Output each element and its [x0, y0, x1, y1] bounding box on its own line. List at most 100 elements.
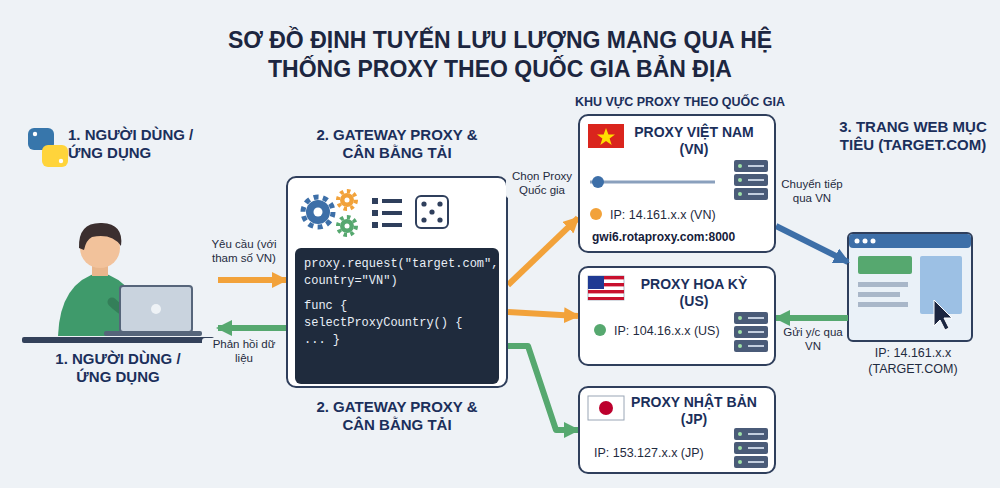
python-logo: [59, 159, 63, 163]
edge-label-wrap: Gửi y/c qua VN: [780, 326, 846, 354]
node-heading: PROXY HOA KỲ (US): [630, 276, 758, 310]
browser-window: [858, 302, 908, 307]
browser-anchor: [848, 233, 972, 341]
gateway-icons: [372, 210, 378, 216]
server-icons: [734, 160, 768, 468]
gateway-group: 2. GATEWAY PROXY & CÂN BẰNG TẢI proxy.req…: [286, 126, 508, 444]
box-fill: [286, 176, 508, 388]
browser-window: [849, 234, 971, 248]
text-wrap: 2. GATEWAY PROXY & CÂN BẰNG TẢI: [313, 398, 481, 435]
node-text: func { selectProxyCountry() { ... }: [304, 298, 474, 348]
browser-window: [934, 300, 952, 330]
box-fill: [578, 266, 776, 366]
flow-arrow: [776, 315, 848, 321]
browser-window: [848, 233, 972, 341]
text-wrap: proxy.request("target.com", country="VN"…: [304, 256, 500, 290]
flag-japan: [599, 401, 613, 415]
node-text: gwi6.rotaproxy.com:8000: [592, 230, 772, 245]
gateway-icons: [338, 217, 356, 235]
node-heading: 2. GATEWAY PROXY & CÂN BẰNG TẢI: [313, 126, 481, 163]
flag-usa: [588, 290, 624, 293]
box-fill: [578, 386, 776, 474]
gateway-icons: [306, 200, 330, 224]
edge-label: Yêu cầu (với tham số VN): [202, 238, 286, 266]
vn-slider: [590, 208, 602, 220]
gateway-icons: [429, 209, 434, 214]
flag-japan: [588, 396, 624, 420]
node-heading: 1. NGƯỜI DÙNG / ỨNG DỤNG: [68, 126, 218, 163]
edge-label-wrap: Chuyển tiếp qua VN: [778, 178, 846, 206]
user-group: 1. NGƯỜI DÙNG / ỨNG DỤNG 1. NGƯỜI DÙNG / …: [18, 122, 218, 394]
python-logo: [28, 128, 68, 167]
browser-window: [920, 256, 962, 314]
browser-window: [858, 282, 908, 287]
flag-usa: [594, 324, 606, 336]
browser-window: [858, 292, 900, 297]
server-icons: [734, 428, 768, 468]
flag-vietnam: [597, 128, 615, 145]
flow-arrow: [218, 325, 286, 331]
text-wrap: 3. TRANG WEB MỤC TIÊU (TARGET.COM): [834, 118, 992, 155]
gateway-icons: [421, 217, 426, 222]
person-illustration: [79, 223, 121, 250]
title-wrap: SƠ ĐỒ ĐỊNH TUYẾN LƯU LƯỢNG MẠNG QUA HỆ T…: [200, 26, 800, 85]
box-fill: [295, 248, 499, 384]
gateway-icons: [345, 224, 350, 229]
text-wrap: 1. NGƯỜI DÙNG / ỨNG DỤNG: [38, 350, 198, 387]
browser-window: [848, 233, 972, 341]
gateway-icons: [338, 191, 356, 209]
gateway-icons: [382, 223, 402, 227]
vn-slider: [592, 176, 604, 188]
browser-window: [858, 256, 912, 274]
python-logo: [33, 132, 37, 136]
node-heading: PROXY NHẬT BẢN (JP): [630, 394, 758, 428]
edge-label: Chọn Proxy Quốc gia: [506, 170, 578, 198]
flag-usa: [588, 276, 604, 289]
node-heading: PROXY VIỆT NAM (VN): [630, 124, 758, 158]
edge-label: Gửi y/c qua VN: [780, 326, 846, 354]
node-text: IP: 153.127.x.x (JP): [594, 446, 724, 462]
text-wrap: PROXY HOA KỲ (US): [630, 276, 758, 310]
node-text: IP: 14.161.x.x (VN): [610, 208, 760, 224]
node-text: 2. GATEWAY PROXY & CÂN BẰNG TẢI: [313, 398, 481, 435]
gateway-icons: [382, 211, 402, 215]
flow-arrow: [508, 312, 578, 316]
text-wrap: IP: 104.16.x.x (US): [614, 324, 734, 340]
text-wrap: gwi6.rotaproxy.com:8000: [592, 230, 772, 245]
node-heading: 3. TRANG WEB MỤC TIÊU (TARGET.COM): [834, 118, 992, 155]
person-illustration: [22, 223, 214, 343]
text-wrap: IP: 14.161.x.x (VN): [610, 208, 760, 224]
text-wrap: 1. NGƯỜI DÙNG / ỨNG DỤNG: [68, 126, 218, 163]
vn-slider: [590, 181, 715, 184]
text-wrap: func { selectProxyCountry() { ... }: [304, 298, 474, 348]
person-illustration: [151, 304, 161, 314]
gateway-icons: [345, 198, 350, 203]
title: SƠ ĐỒ ĐỊNH TUYẾN LƯU LƯỢNG MẠNG QUA HỆ T…: [200, 26, 800, 85]
gateway-icons: [340, 193, 354, 207]
edge-label: Chuyển tiếp qua VN: [778, 178, 846, 206]
gateway-icons: [416, 196, 448, 228]
gateway-icons: [314, 208, 323, 217]
flow-arrow: [218, 277, 286, 283]
gateway-icons: [303, 197, 333, 227]
node-text: proxy.request("target.com", country="VN"…: [304, 256, 500, 290]
edge-label-wrap: Yêu cầu (với tham số VN): [202, 238, 286, 266]
region-label: KHU VỰC PROXY THEO QUỐC GIA: [560, 95, 800, 109]
node-text: 1. NGƯỜI DÙNG / ỨNG DỤNG: [38, 350, 198, 387]
person-illustration: [120, 286, 192, 332]
gateway-icons: [340, 219, 354, 233]
text-wrap: IP: 14.161.x.x (TARGET.COM): [834, 346, 992, 377]
node-text: IP: 104.16.x.x (US): [614, 324, 734, 340]
flow-arrow: [508, 346, 578, 430]
gateway-icons: [437, 201, 442, 206]
gateway-icons: [372, 198, 378, 204]
box-fill: [578, 114, 776, 253]
gateway-icons: [303, 191, 448, 235]
text-wrap: PROXY VIỆT NAM (VN): [630, 124, 758, 158]
flag-japan: [588, 396, 624, 420]
text-wrap: IP: 153.127.x.x (JP): [594, 446, 724, 462]
text-wrap: 2. GATEWAY PROXY & CÂN BẰNG TẢI: [313, 126, 481, 163]
node-text: IP: 14.161.x.x (TARGET.COM): [834, 346, 992, 377]
